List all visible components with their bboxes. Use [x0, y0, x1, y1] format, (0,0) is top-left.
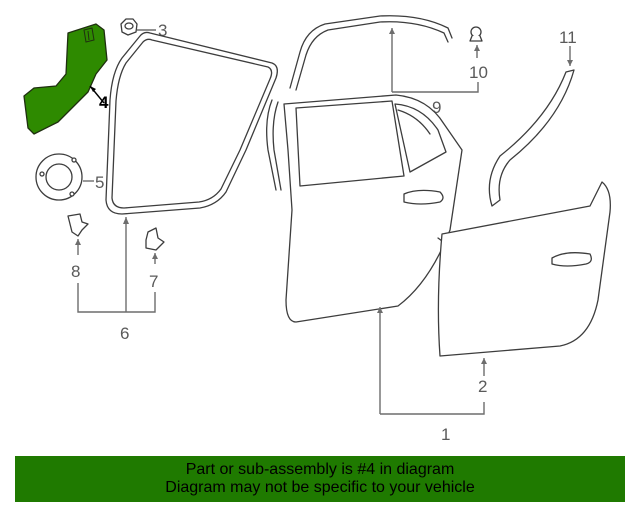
part-10-clip[interactable]	[469, 26, 483, 42]
arrow-4-icon	[90, 86, 96, 92]
part-9-frame-strip[interactable]	[266, 15, 453, 191]
callout-6: 6	[120, 324, 129, 343]
callout-3: 3	[158, 21, 167, 40]
callout-7: 7	[149, 272, 158, 291]
banner-line-1: Part or sub-assembly is #4 in diagram	[185, 461, 455, 478]
callout-10: 10	[469, 63, 488, 82]
part-8-clip[interactable]	[67, 213, 89, 237]
callout-4: 4	[99, 93, 109, 112]
part-5-cover[interactable]	[35, 153, 83, 201]
part-4-highlighted[interactable]	[23, 23, 108, 135]
part-1-door-shell[interactable]	[283, 94, 463, 323]
callout-5: 5	[95, 173, 104, 192]
callout-11: 11	[559, 28, 577, 47]
callout-1: 1	[441, 425, 450, 444]
part-11-pillar-strip[interactable]	[488, 69, 575, 207]
banner-line-2: Diagram may not be specific to your vehi…	[165, 479, 475, 496]
callout-2: 2	[478, 377, 487, 396]
part-2-outer-panel[interactable]	[437, 181, 611, 357]
parts-diagram: 4 3 6 5 8 7 9	[23, 15, 611, 444]
callout-9: 9	[432, 98, 441, 117]
info-banner: Part or sub-assembly is #4 in diagram Di…	[15, 456, 625, 502]
part-3-clip[interactable]	[120, 18, 138, 36]
part-6-weatherstrip[interactable]	[105, 31, 278, 215]
part-7-clip[interactable]	[145, 227, 165, 251]
callout-8: 8	[71, 262, 80, 281]
